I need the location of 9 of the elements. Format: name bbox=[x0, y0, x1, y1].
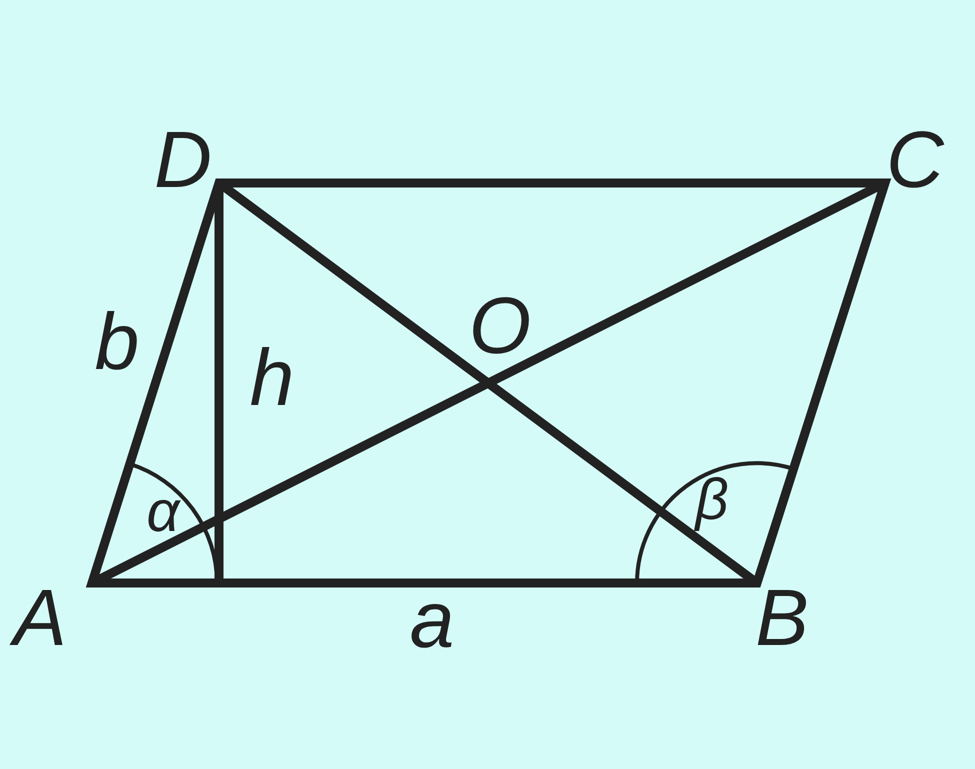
point-label: α bbox=[146, 483, 180, 541]
point-label: β bbox=[695, 471, 729, 529]
point-label: b bbox=[94, 302, 140, 382]
point-label: a bbox=[410, 580, 454, 660]
point-label: D bbox=[154, 120, 212, 200]
point-label: B bbox=[755, 578, 809, 658]
point-label: C bbox=[886, 120, 944, 200]
point-label: O bbox=[468, 286, 532, 366]
point-label: h bbox=[250, 338, 294, 418]
